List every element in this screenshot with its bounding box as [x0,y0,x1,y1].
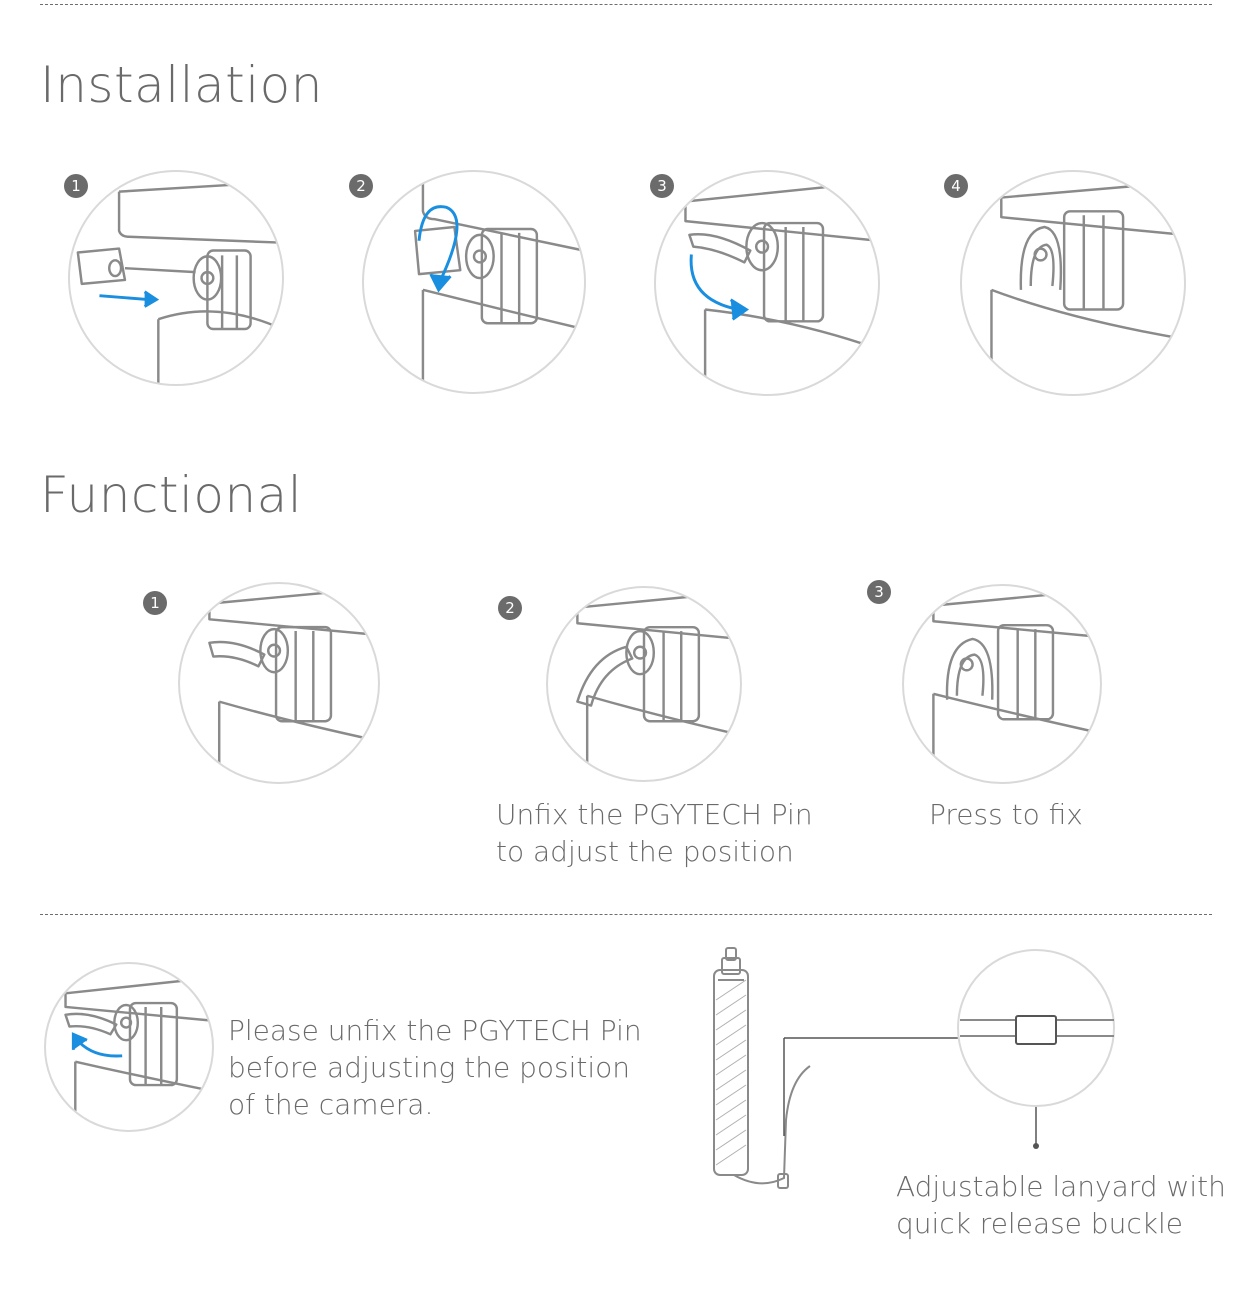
lanyard-diagram [713,947,1115,1189]
arrow-right-icon [99,290,160,308]
step-3-mount-drawing [684,180,878,394]
installation-step-1-illustration [68,170,284,386]
curved-arrow-icon [689,254,750,321]
callout-dot [1033,1143,1039,1149]
functional-step-2-caption: Unfix the PGYTECH Pin to adjust the posi… [496,796,813,870]
note-line-2: before adjusting the position [228,1051,631,1084]
lanyard-caption-line-1: Adjustable lanyard with [896,1170,1226,1203]
functional-1-mount-drawing [208,586,378,782]
functional-step-2-number: 2 [498,596,522,620]
step-1-mount-drawing [76,180,282,384]
functional-title: Functional [40,466,303,524]
installation-title: Installation [40,56,323,114]
note-illustration [44,962,214,1132]
note-line-3: of the camera. [228,1088,434,1121]
installation-step-2-number: 2 [349,174,373,198]
functional-3-mount-drawing [932,588,1100,782]
installation-step-4-number: 4 [944,174,968,198]
grip-hatching [715,979,747,1166]
functional-step-2-caption-line-2: to adjust the position [496,835,794,868]
curved-arrow-up-left-icon [71,1032,123,1058]
note-text: Please unfix the PGYTECH Pin before adju… [228,1012,642,1123]
functional-step-2-caption-line-1: Unfix the PGYTECH Pin [496,798,813,831]
functional-step-3-caption-line-1: Press to fix [929,798,1083,831]
functional-step-3-number: 3 [867,580,891,604]
buckle-zoom-circle [957,949,1115,1107]
installation-step-4-illustration [960,170,1186,396]
functional-step-1-number: 1 [143,591,167,615]
installation-step-3-illustration [654,170,880,396]
top-divider [40,4,1212,5]
installation-step-3-number: 3 [650,174,674,198]
middle-divider [40,914,1212,915]
grip-drawing [713,947,749,1176]
installation-step-2-illustration [362,170,586,394]
note-line-1: Please unfix the PGYTECH Pin [228,1014,642,1047]
lanyard-caption: Adjustable lanyard with quick release bu… [896,1168,1226,1242]
note-mount-drawing [64,976,212,1130]
functional-step-3-illustration [902,584,1102,784]
lanyard-caption-line-2: quick release buckle [896,1207,1183,1240]
lanyard-strap [733,1065,811,1189]
step-2-mount-drawing [413,181,584,392]
functional-2-mount-drawing [576,590,740,780]
curved-arrow-down-icon [417,205,459,293]
step-4-mount-drawing [990,180,1184,394]
functional-step-1-illustration [178,582,380,784]
functional-step-3-caption: Press to fix [929,796,1083,833]
functional-step-2-illustration [546,586,742,782]
installation-step-1-number: 1 [64,174,88,198]
